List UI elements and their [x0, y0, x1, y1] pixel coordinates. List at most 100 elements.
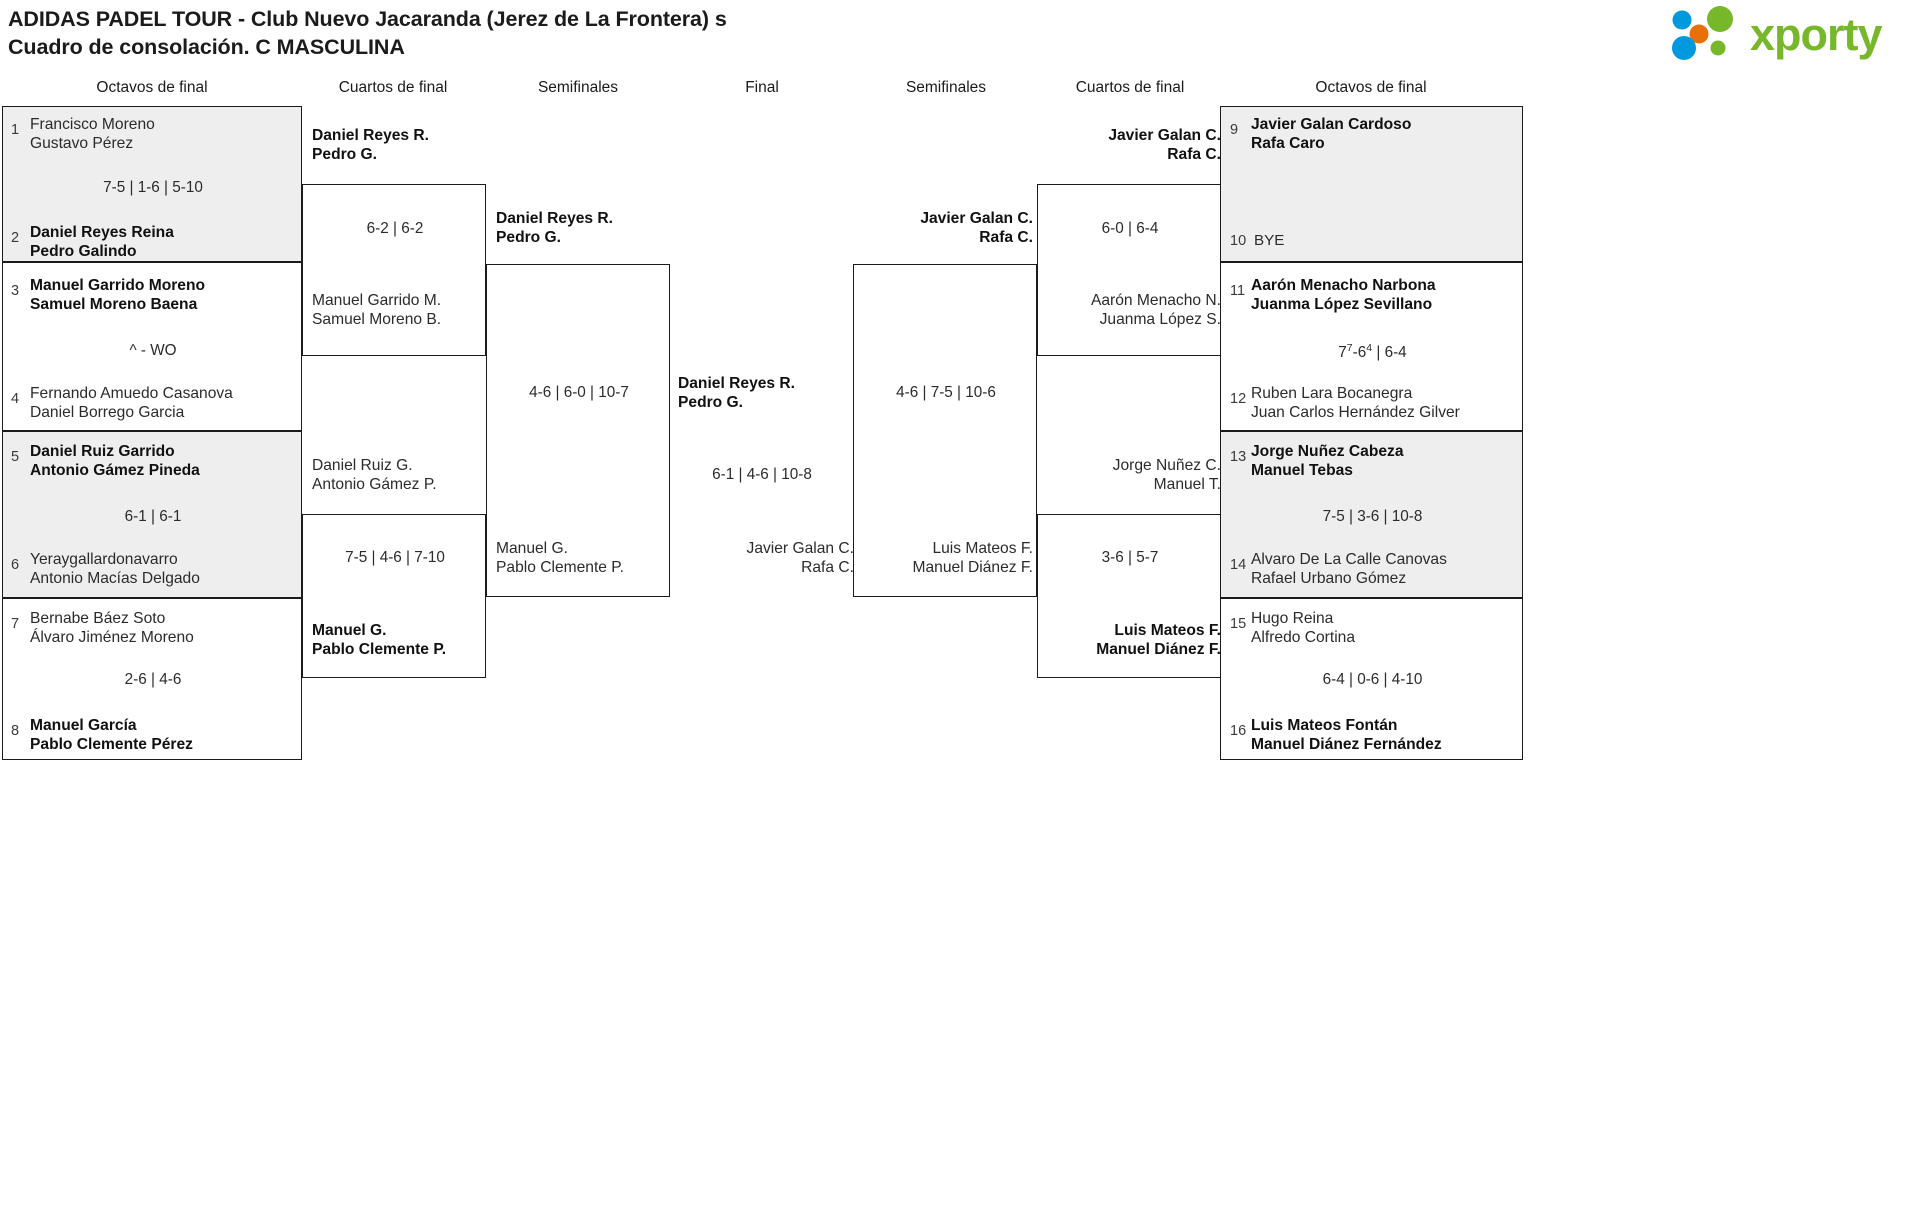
seed-number: 3 [11, 283, 20, 299]
team-player2: Rafael Urbano Gómez [1251, 570, 1407, 587]
team-player1: Yeraygallardonavarro [30, 551, 178, 568]
match-score: 7-5 | 4-6 | 7-10 [345, 549, 445, 566]
team-player2: Juanma López Sevillano [1251, 296, 1433, 313]
rqf-1-player2: Rafa C. [1167, 146, 1221, 163]
xporty-logo: xporty [1668, 6, 1898, 64]
final-score: 6-1 | 4-6 | 10-8 [712, 466, 812, 483]
match-score: 7-5 | 1-6 | 5-10 [103, 179, 203, 196]
team-player1: Fernando Amuedo Casanova [30, 385, 233, 402]
seed-number: 2 [11, 230, 20, 246]
rqf-4-player1: Luis Mateos F. [1114, 622, 1221, 639]
seed-number: 4 [11, 391, 20, 407]
team-player1: Hugo Reina [1251, 610, 1334, 627]
rsf-2-player1: Luis Mateos F. [932, 540, 1033, 557]
rsf-1-player1: Javier Galan C. [920, 210, 1033, 227]
team-player1: Manuel García [30, 717, 137, 734]
rqf-4-player2: Manuel Diánez F. [1096, 641, 1221, 658]
match-score: 77-64 | 6-4 [1338, 342, 1407, 362]
round-header-left-qf: Cuartos de final [338, 79, 448, 96]
team-player1: Francisco Moreno [30, 116, 155, 133]
lsf-1-player1: Daniel Reyes R. [496, 210, 614, 227]
lqf-1-player1: Daniel Reyes R. [312, 127, 430, 144]
match-score: 6-4 | 0-6 | 4-10 [1322, 671, 1423, 688]
round-header-final: Final [745, 79, 779, 96]
match-box-rsf[interactable]: 4-6 | 7-5 | 10-6 [853, 264, 1037, 597]
match-box-lqf-1[interactable]: 6-2 | 6-2 [302, 184, 486, 356]
team-player2: Rafa Caro [1251, 135, 1325, 152]
team-player2: Alfredo Cortina [1251, 629, 1356, 646]
lqf-2-player1: Manuel Garrido M. [312, 292, 442, 309]
lqf-4-player2: Pablo Clemente P. [312, 641, 447, 658]
rqf-2-player2: Juanma López S. [1099, 311, 1221, 328]
seed-number: 8 [11, 723, 20, 739]
page-title: ADIDAS PADEL TOUR - Club Nuevo Jacaranda… [8, 6, 1208, 62]
team-player2: Antonio Gámez Pineda [30, 462, 200, 479]
round-header-right-sf: Semifinales [905, 79, 987, 96]
team-player2: Antonio Macías Delgado [30, 570, 200, 587]
lqf-4-player1: Manuel G. [312, 622, 387, 639]
match-box-r16-4[interactable]: 15 Hugo Reina Alfredo Cortina 6-4 | 0-6 … [1220, 598, 1523, 760]
team-player2: Manuel Tebas [1251, 462, 1353, 479]
rsf-2-player2: Manuel Diánez F. [912, 559, 1033, 576]
match-box-rqf-1[interactable]: 6-0 | 6-4 [1037, 184, 1221, 356]
lqf-2-player2: Samuel Moreno B. [312, 311, 442, 328]
team-player2: Samuel Moreno Baena [30, 296, 198, 313]
seed-number: 14 [1230, 557, 1247, 573]
team-player2: Gustavo Pérez [30, 135, 134, 152]
rqf-2-player1: Aarón Menacho N. [1090, 292, 1221, 309]
seed-number: 10 [1230, 233, 1247, 249]
lqf-3-player1: Daniel Ruiz G. [312, 457, 413, 474]
match-box-l16-1[interactable]: 1 Francisco Moreno Gustavo Pérez 7-5 | 1… [2, 106, 302, 262]
match-score: 2-6 | 4-6 [124, 671, 182, 688]
team-player1: Manuel Garrido Moreno [30, 277, 206, 294]
page-title-line1: ADIDAS PADEL TOUR - Club Nuevo Jacaranda… [8, 7, 727, 31]
round-header-right-qf: Cuartos de final [1075, 79, 1185, 96]
round-header-left-sf: Semifinales [537, 79, 619, 96]
match-box-r16-3[interactable]: 13 Jorge Nuñez Cabeza Manuel Tebas 7-5 |… [1220, 431, 1523, 598]
match-box-r16-2[interactable]: 11 Aarón Menacho Narbona Juanma López Se… [1220, 262, 1523, 431]
rqf-1-player1: Javier Galan C. [1108, 127, 1221, 144]
lsf-2-player2: Pablo Clemente P. [496, 559, 625, 576]
match-box-l16-3[interactable]: 5 Daniel Ruiz Garrido Antonio Gámez Pine… [2, 431, 302, 598]
team-player2: Álvaro Jiménez Moreno [30, 629, 194, 646]
final-bottom-player1: Javier Galan C. [746, 540, 854, 557]
match-box-r16-1[interactable]: 9 Javier Galan Cardoso Rafa Caro 10 BYE [1220, 106, 1523, 262]
team-player1: Alvaro De La Calle Canovas [1251, 551, 1447, 568]
team-player2: Pablo Clemente Pérez [30, 736, 193, 753]
team-player2: Juan Carlos Hernández Gilver [1251, 404, 1460, 421]
rqf-3-player2: Manuel T. [1153, 476, 1221, 493]
lsf-1-player2: Pedro G. [496, 229, 561, 246]
team-player1: Luis Mateos Fontán [1251, 717, 1398, 734]
team-player1: Bernabe Báez Soto [30, 610, 166, 627]
rqf-3-player1: Jorge Nuñez C. [1112, 457, 1221, 474]
match-box-l16-2[interactable]: 3 Manuel Garrido Moreno Samuel Moreno Ba… [2, 262, 302, 431]
match-score: 6-2 | 6-2 [366, 220, 424, 237]
team-player2: Daniel Borrego Garcia [30, 404, 185, 421]
lqf-3-player2: Antonio Gámez P. [312, 476, 437, 493]
team-player1: Jorge Nuñez Cabeza [1251, 443, 1404, 460]
bye-label: BYE [1254, 232, 1285, 249]
team-player1: Javier Galan Cardoso [1251, 116, 1412, 133]
lsf-2-player1: Manuel G. [496, 540, 568, 557]
seed-number: 1 [11, 122, 20, 138]
final-top-player1: Daniel Reyes R. [678, 375, 796, 392]
seed-number: 7 [11, 616, 20, 632]
round-header-left-r16: Octavos de final [96, 79, 208, 96]
lqf-1-player2: Pedro G. [312, 146, 377, 163]
match-score: 3-6 | 5-7 [1101, 549, 1159, 566]
final-bottom-player2: Rafa C. [801, 559, 854, 576]
seed-number: 9 [1230, 122, 1239, 138]
final-top-player2: Pedro G. [678, 394, 743, 411]
seed-number: 13 [1230, 449, 1247, 465]
match-box-lsf[interactable]: 4-6 | 6-0 | 10-7 [486, 264, 670, 597]
logo-wordmark: xporty [1750, 9, 1883, 60]
match-score: ^ - WO [129, 342, 177, 359]
round-header-right-r16: Octavos de final [1315, 79, 1427, 96]
match-box-lqf-2[interactable]: 7-5 | 4-6 | 7-10 [302, 514, 486, 678]
match-score: 4-6 | 6-0 | 10-7 [529, 384, 629, 401]
match-score: 6-1 | 6-1 [124, 508, 182, 525]
match-box-l16-4[interactable]: 7 Bernabe Báez Soto Álvaro Jiménez Moren… [2, 598, 302, 760]
seed-number: 5 [11, 449, 20, 465]
seed-number: 11 [1230, 283, 1246, 299]
match-score: 7-5 | 3-6 | 10-8 [1322, 508, 1423, 525]
